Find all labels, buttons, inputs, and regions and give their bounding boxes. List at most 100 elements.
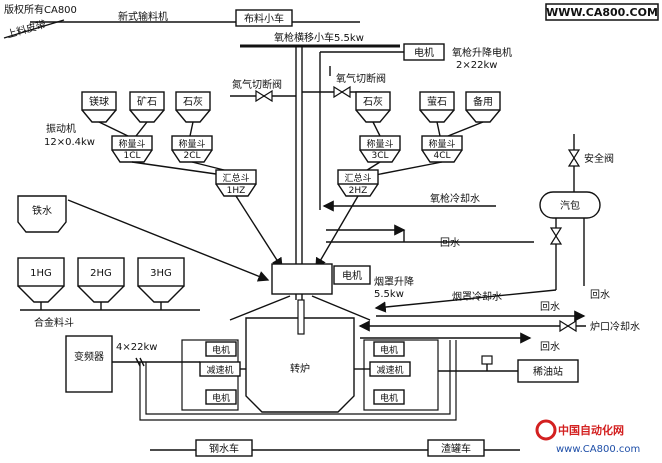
left-drive-group: 电机 减速机 电机 xyxy=(181,339,246,411)
svg-text:矿石: 矿石 xyxy=(137,95,157,108)
vibrating-feeder-power: 12×0.4kw xyxy=(44,137,95,148)
scale-hopper-4CL: 称量斗 4CL xyxy=(421,135,463,163)
hood-motor-box xyxy=(333,265,371,285)
bin-left-1: 镁球 xyxy=(81,91,117,123)
scale-hopper-3CL: 称量斗 3CL xyxy=(359,135,401,163)
bin-right-2: 萤石 xyxy=(419,91,455,123)
hood-lift-label: 烟罩升降 xyxy=(374,275,414,288)
svg-text:渣罐车: 渣罐车 xyxy=(441,442,471,455)
svg-text:电机: 电机 xyxy=(212,392,230,404)
svg-text:1CL: 1CL xyxy=(123,151,140,161)
collect-hopper-1HZ: 汇总斗 1HZ xyxy=(215,169,257,197)
loading-belt-line xyxy=(3,19,65,39)
bin-right-1: 石灰 xyxy=(355,91,391,123)
scale-hopper-2CL: 称量斗 2CL xyxy=(171,135,213,163)
right-motor-top xyxy=(373,341,405,357)
feed-trolley-label: 布料小车 xyxy=(244,12,284,25)
drum-valve-icon xyxy=(549,227,563,245)
steel-car-box: 钢水车 xyxy=(195,439,253,457)
alloy-hopper-label: 合金料斗 xyxy=(34,316,74,329)
alloy-bin-3HG: 3HG xyxy=(137,257,185,303)
right-motor-bottom xyxy=(373,389,405,405)
oxygen-valve-icon xyxy=(333,85,351,99)
hood-motor-label: 电机 xyxy=(342,269,362,282)
watermark-url: www.CA800.com xyxy=(556,444,640,455)
hood-cooling-label: 烟罩冷却水 xyxy=(452,290,502,303)
svg-text:镁球: 镁球 xyxy=(89,95,109,108)
iron-water-ladle: 铁水 xyxy=(17,195,67,233)
svg-text:电机: 电机 xyxy=(212,344,230,356)
svg-text:称量斗: 称量斗 xyxy=(118,138,145,150)
nitrogen-valve-icon xyxy=(255,89,273,103)
lance-cooling-label: 氧枪冷却水 xyxy=(430,192,480,205)
vibrating-feeder-label: 振动机 xyxy=(46,122,76,135)
svg-text:钢水车: 钢水车 xyxy=(209,442,239,455)
collect-hopper-2HZ: 汇总斗 2HZ xyxy=(337,169,379,197)
svg-text:称量斗: 称量斗 xyxy=(366,138,393,150)
alloy-bin-1HG: 1HG xyxy=(17,257,65,303)
return-water-1-label: 回水 xyxy=(440,237,460,249)
track-loop xyxy=(139,340,457,421)
svg-text:4CL: 4CL xyxy=(433,151,450,161)
motor-power-label: 4×22kw xyxy=(116,342,157,353)
svg-text:石灰: 石灰 xyxy=(363,95,383,108)
svg-text:称量斗: 称量斗 xyxy=(428,138,455,150)
scale-hopper-1CL: 称量斗 1CL xyxy=(111,135,153,163)
ca800-watermark: 中国自动化网 www.CA800.com xyxy=(535,419,640,455)
loading-belt-label: 上料皮带 xyxy=(5,17,47,41)
svg-text:石灰: 石灰 xyxy=(183,95,203,108)
website-text: WWW.CA800.COM xyxy=(546,6,658,19)
svg-text:3HG: 3HG xyxy=(150,268,172,279)
oil-pump-icon xyxy=(481,355,493,365)
right-drive-group: 电机 减速机 电机 xyxy=(354,339,439,411)
hood-lift-power: 5.5kw xyxy=(374,289,404,300)
lance-lift-power: 2×22kw xyxy=(456,60,497,71)
svg-text:2CL: 2CL xyxy=(183,151,200,161)
svg-text:萤石: 萤石 xyxy=(427,96,447,108)
safety-valve-icon xyxy=(567,149,581,167)
copyright-text: 版权所有CA800 xyxy=(4,3,77,16)
nitrogen-valve-label: 氮气切断阀 xyxy=(232,78,282,91)
svg-text:2HZ: 2HZ xyxy=(349,186,368,196)
left-motor-top xyxy=(205,341,237,357)
svg-text:减速机: 减速机 xyxy=(376,364,403,376)
bin-left-3: 石灰 xyxy=(175,91,211,123)
website-banner: WWW.CA800.COM xyxy=(545,3,659,21)
lance-lift-label: 氧枪升降电机 xyxy=(452,46,512,59)
svg-text:2HG: 2HG xyxy=(90,268,112,279)
left-motor-bottom xyxy=(205,389,237,405)
svg-text:称量斗: 称量斗 xyxy=(178,138,205,150)
lance-trolley-label: 氧枪横移小车5.5kw xyxy=(274,31,364,44)
furnace-cooling-label: 炉口冷却水 xyxy=(590,320,640,333)
inverter-box: 变频器 xyxy=(65,335,113,393)
watermark-cn: 中国自动化网 xyxy=(558,423,624,437)
lance-motor-label: 电机 xyxy=(414,46,434,59)
svg-text:1HZ: 1HZ xyxy=(227,186,246,196)
feed-trolley-box xyxy=(235,9,293,27)
converter-furnace: 转炉 xyxy=(229,263,371,413)
safety-valve-label: 安全阀 xyxy=(584,152,614,165)
furnace-cooling-valve-icon xyxy=(559,319,577,333)
svg-text:汇总斗: 汇总斗 xyxy=(222,172,249,184)
return-water-3-label: 回水 xyxy=(540,301,560,313)
svg-text:铁水: 铁水 xyxy=(32,204,52,217)
slag-car-box: 渣罐车 xyxy=(427,439,485,457)
svg-text:汇总斗: 汇总斗 xyxy=(344,172,371,184)
svg-text:1HG: 1HG xyxy=(30,268,52,279)
svg-text:备用: 备用 xyxy=(473,95,493,108)
bin-right-3: 备用 xyxy=(465,91,501,123)
svg-text:减速机: 减速机 xyxy=(206,364,233,376)
bin-left-2: 矿石 xyxy=(129,91,165,123)
svg-text:电机: 电机 xyxy=(380,392,398,404)
steam-drum: 汽包 xyxy=(539,191,601,219)
alloy-bin-2HG: 2HG xyxy=(77,257,125,303)
conveyor-label: 新式输料机 xyxy=(118,10,168,23)
svg-text:变频器: 变频器 xyxy=(74,350,104,363)
return-water-4-label: 回水 xyxy=(540,341,560,353)
oxygen-valve-label: 氧气切断阀 xyxy=(336,72,386,85)
svg-text:稀油站: 稀油站 xyxy=(533,365,563,378)
svg-text:电机: 电机 xyxy=(380,344,398,356)
svg-text:汽包: 汽包 xyxy=(560,199,580,212)
furnace-label: 转炉 xyxy=(290,362,310,375)
